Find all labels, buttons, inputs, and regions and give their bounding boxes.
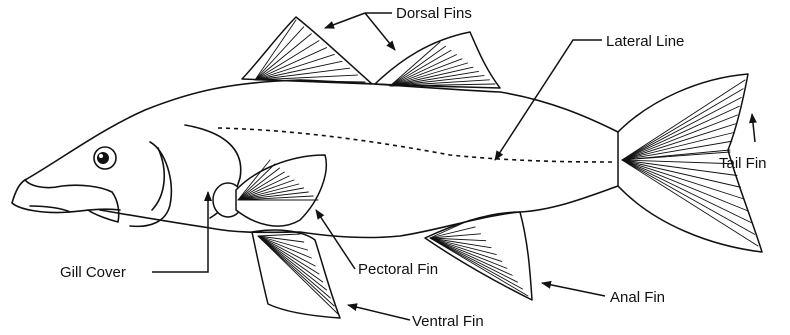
dorsal-fins-leader-left (325, 13, 365, 28)
ventral-fin-leader (348, 305, 410, 320)
anal-fin-label: Anal Fin (610, 289, 665, 306)
pectoral-fin-label: Pectoral Fin (358, 261, 438, 278)
lateral-line-leader (495, 40, 602, 160)
lateral-line-mark (218, 128, 615, 162)
dorsal-fins-label: Dorsal Fins (396, 5, 472, 22)
anal-fin-shape (425, 212, 532, 300)
ventral-fin-shape (252, 230, 340, 318)
dorsal-fins-leader-right (365, 13, 395, 50)
ventral-fin-label: Ventral Fin (412, 313, 484, 330)
dorsal-fin-rear-shape (375, 32, 500, 88)
gill-cover-label: Gill Cover (60, 264, 126, 281)
anal-fin-leader (542, 283, 605, 296)
dorsal-fin-front-shape (242, 17, 372, 84)
gill-cover-leader (152, 192, 208, 272)
tail-fin-leader (752, 114, 755, 142)
lateral-line-label: Lateral Line (606, 33, 684, 50)
tail-fin-label: Tail Fin (719, 155, 767, 172)
pectoral-fin-shape (213, 155, 326, 226)
